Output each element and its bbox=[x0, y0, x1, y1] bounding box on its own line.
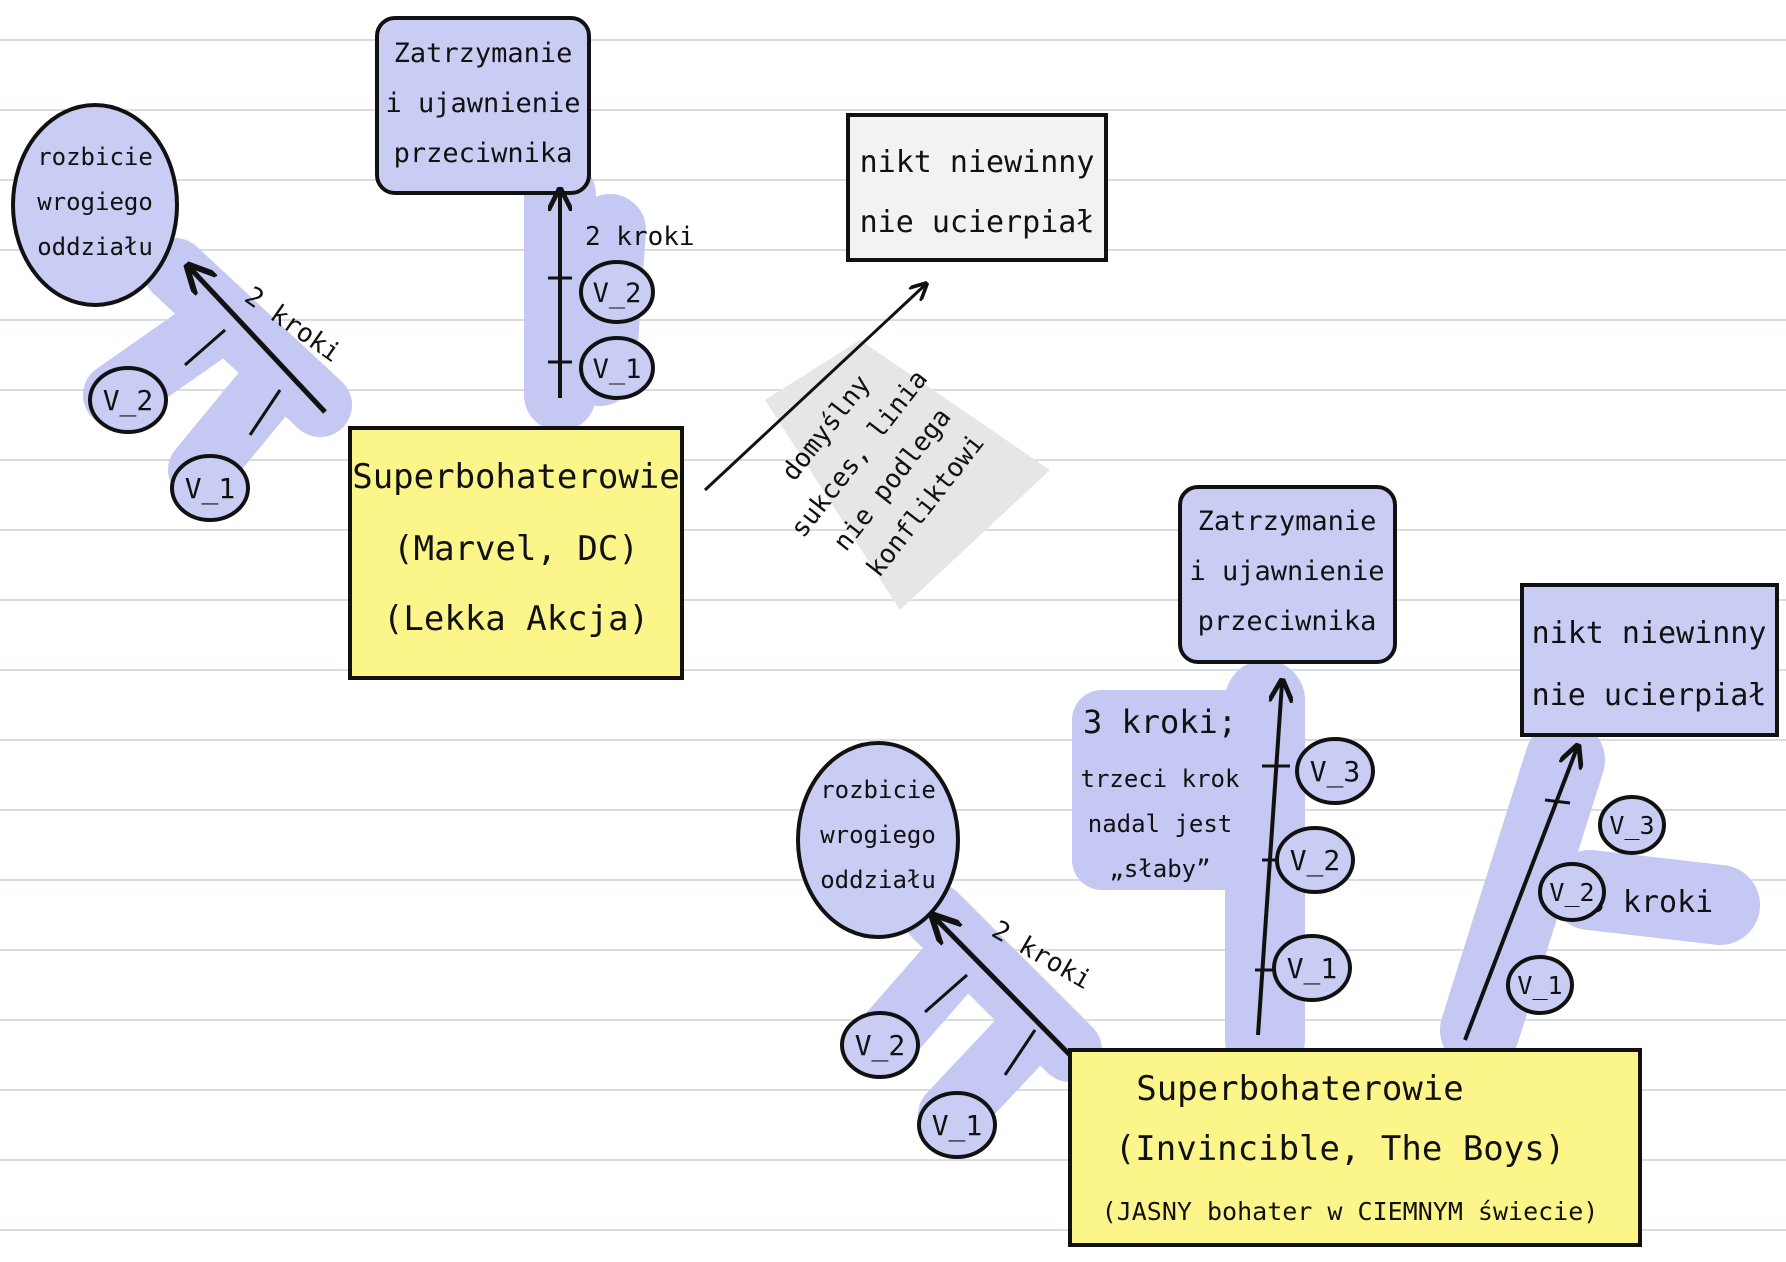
svg-text:„słaby”: „słaby” bbox=[1109, 855, 1210, 883]
tick-b-left-1 bbox=[924, 973, 968, 1014]
hero-a-line3: (Lekka Akcja) bbox=[383, 599, 649, 639]
hero-b-line2: (Invincible, The Boys) bbox=[1115, 1129, 1565, 1169]
hero-b-line3: (JASNY bohater w CIEMNYM świecie) bbox=[1102, 1197, 1599, 1226]
arrow-a-right bbox=[703, 285, 925, 492]
arrow-b-left bbox=[935, 918, 1072, 1057]
arrow-b-right bbox=[1463, 748, 1577, 1041]
svg-text:V_1: V_1 bbox=[185, 472, 236, 506]
goal-b-top-line2: i ujawnienie bbox=[1189, 556, 1384, 587]
steps-b-top-note: 3 kroki; trzeci krok nadal jest „słaby” bbox=[1081, 703, 1240, 883]
svg-text:V_2: V_2 bbox=[103, 384, 154, 418]
goal-b-top-line1: Zatrzymanie bbox=[1198, 506, 1377, 537]
node-b-right-v3: V_3 bbox=[1598, 795, 1666, 855]
svg-text:nadal jest: nadal jest bbox=[1088, 810, 1233, 838]
svg-text:3 kroki;: 3 kroki; bbox=[1083, 703, 1237, 741]
hero-a-box bbox=[348, 426, 684, 680]
diagram-a: rozbicie wrogiego oddziału Zatrzymanie i… bbox=[11, 16, 1108, 680]
goal-b-right-line1: nikt niewinny bbox=[1532, 616, 1767, 651]
svg-text:V_1: V_1 bbox=[593, 354, 642, 385]
goal-a-left-line1: rozbicie bbox=[37, 143, 153, 171]
goal-b-left-line1: rozbicie bbox=[820, 776, 936, 804]
svg-text:trzeci krok: trzeci krok bbox=[1081, 765, 1240, 793]
svg-text:V_2: V_2 bbox=[593, 278, 642, 309]
arrow-a-left bbox=[190, 268, 327, 414]
goal-b-left-line2: wrogiego bbox=[820, 821, 936, 849]
hero-b-line1: Superbohaterowie bbox=[1136, 1069, 1464, 1109]
node-b-top-v1: V_1 bbox=[1272, 934, 1352, 1002]
node-b-top-v3: V_3 bbox=[1295, 737, 1375, 805]
node-a-left-v2: V_2 bbox=[88, 366, 168, 434]
tick-a-left-1 bbox=[184, 328, 226, 367]
goal-b-top-line3: przeciwnika bbox=[1198, 606, 1377, 637]
node-b-right-v1: V_1 bbox=[1506, 955, 1574, 1015]
svg-text:V_1: V_1 bbox=[1287, 952, 1338, 986]
goal-a-top-box bbox=[375, 16, 591, 195]
hero-b-box bbox=[1068, 1048, 1642, 1247]
node-b-left-v2: V_2 bbox=[840, 1011, 920, 1079]
goal-a-left-line2: wrogiego bbox=[37, 188, 153, 216]
goal-a-top-line1: Zatrzymanie bbox=[394, 38, 573, 69]
node-a-left-v1: V_1 bbox=[170, 454, 250, 522]
goal-a-right-line1: nikt niewinny bbox=[860, 145, 1095, 180]
steps-b-right: 3 kroki bbox=[1587, 885, 1713, 920]
tick-b-right-1 bbox=[1544, 798, 1571, 805]
node-b-left-v1: V_1 bbox=[917, 1091, 997, 1159]
goal-b-top-box bbox=[1178, 485, 1397, 664]
hero-a-line1: Superbohaterowie bbox=[352, 457, 680, 497]
svg-text:V_2: V_2 bbox=[1290, 844, 1341, 878]
svg-text:V_2: V_2 bbox=[855, 1029, 906, 1063]
diagram-b: rozbicie wrogiego oddziału Zatrzymanie i… bbox=[796, 485, 1779, 1247]
node-a-top-v2: V_2 bbox=[579, 260, 655, 324]
tick-a-left-2 bbox=[248, 389, 282, 436]
goal-a-left-line3: oddziału bbox=[37, 233, 153, 261]
highlight-a-note bbox=[765, 340, 1050, 610]
svg-text:V_2: V_2 bbox=[1549, 878, 1594, 907]
highlight-b-note bbox=[1072, 690, 1257, 890]
steps-a-top: 2 kroki bbox=[585, 222, 695, 252]
goal-b-left-circle bbox=[796, 741, 960, 939]
svg-text:V_3: V_3 bbox=[1609, 811, 1654, 840]
goal-a-top-line2: i ujawnienie bbox=[385, 88, 580, 119]
goal-a-left-circle bbox=[11, 103, 179, 307]
goal-b-right-line2: nie ucierpiał bbox=[1532, 678, 1767, 713]
goal-a-right-box bbox=[846, 113, 1108, 262]
node-b-top-v2: V_2 bbox=[1275, 826, 1355, 894]
svg-text:V_1: V_1 bbox=[932, 1109, 983, 1143]
svg-text:V_1: V_1 bbox=[1517, 971, 1562, 1000]
hero-a-line2: (Marvel, DC) bbox=[393, 529, 639, 569]
node-a-top-v1: V_1 bbox=[579, 336, 655, 400]
goal-b-left-line3: oddziału bbox=[820, 866, 936, 894]
goal-b-right-box bbox=[1520, 583, 1779, 737]
goal-a-right-line2: nie ucierpiał bbox=[860, 205, 1095, 240]
goal-a-top-line3: przeciwnika bbox=[394, 138, 573, 169]
node-b-right-v2: V_2 bbox=[1538, 862, 1606, 922]
tick-b-left-2 bbox=[1003, 1029, 1037, 1076]
svg-text:V_3: V_3 bbox=[1310, 755, 1361, 789]
